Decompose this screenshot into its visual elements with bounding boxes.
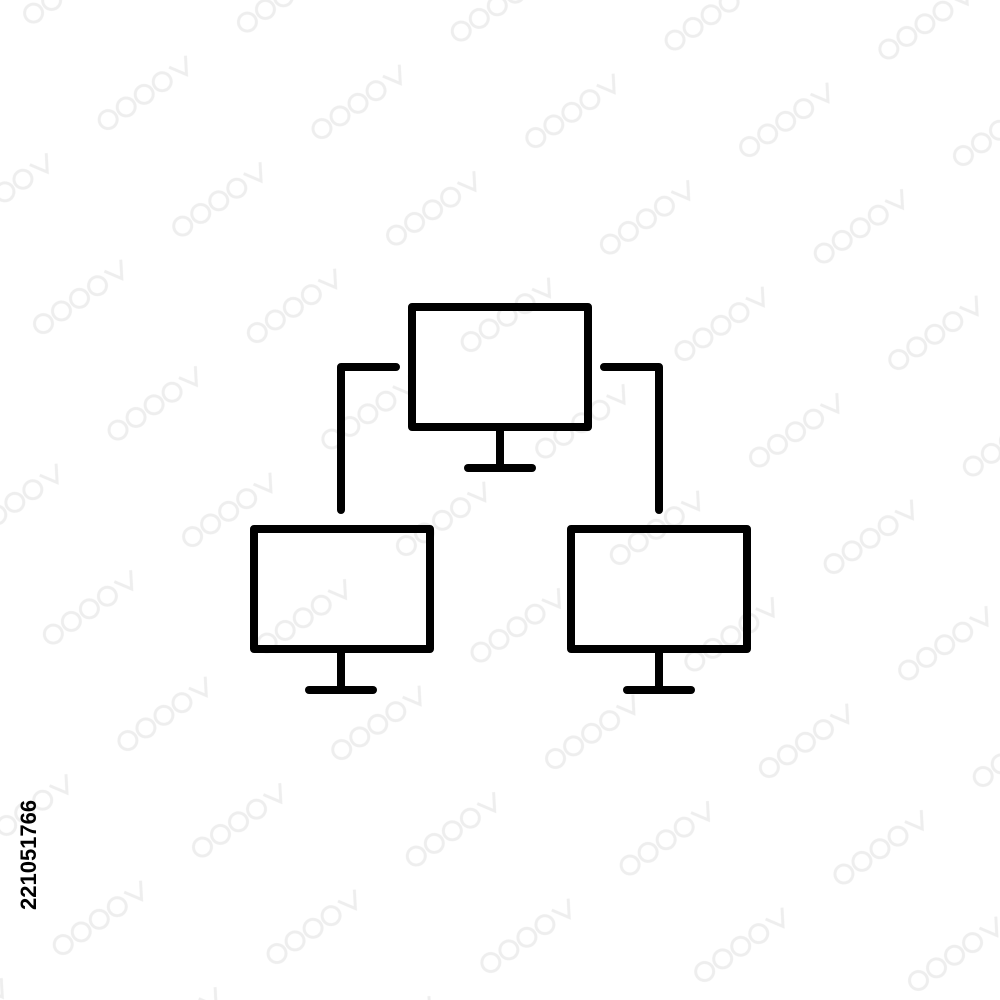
left-connector-line — [337, 363, 400, 514]
top-monitor-icon — [408, 303, 592, 472]
bottom-left-monitor-icon — [250, 525, 434, 694]
bottom-right-monitor-icon — [567, 525, 751, 694]
right-connector-line — [600, 363, 663, 514]
